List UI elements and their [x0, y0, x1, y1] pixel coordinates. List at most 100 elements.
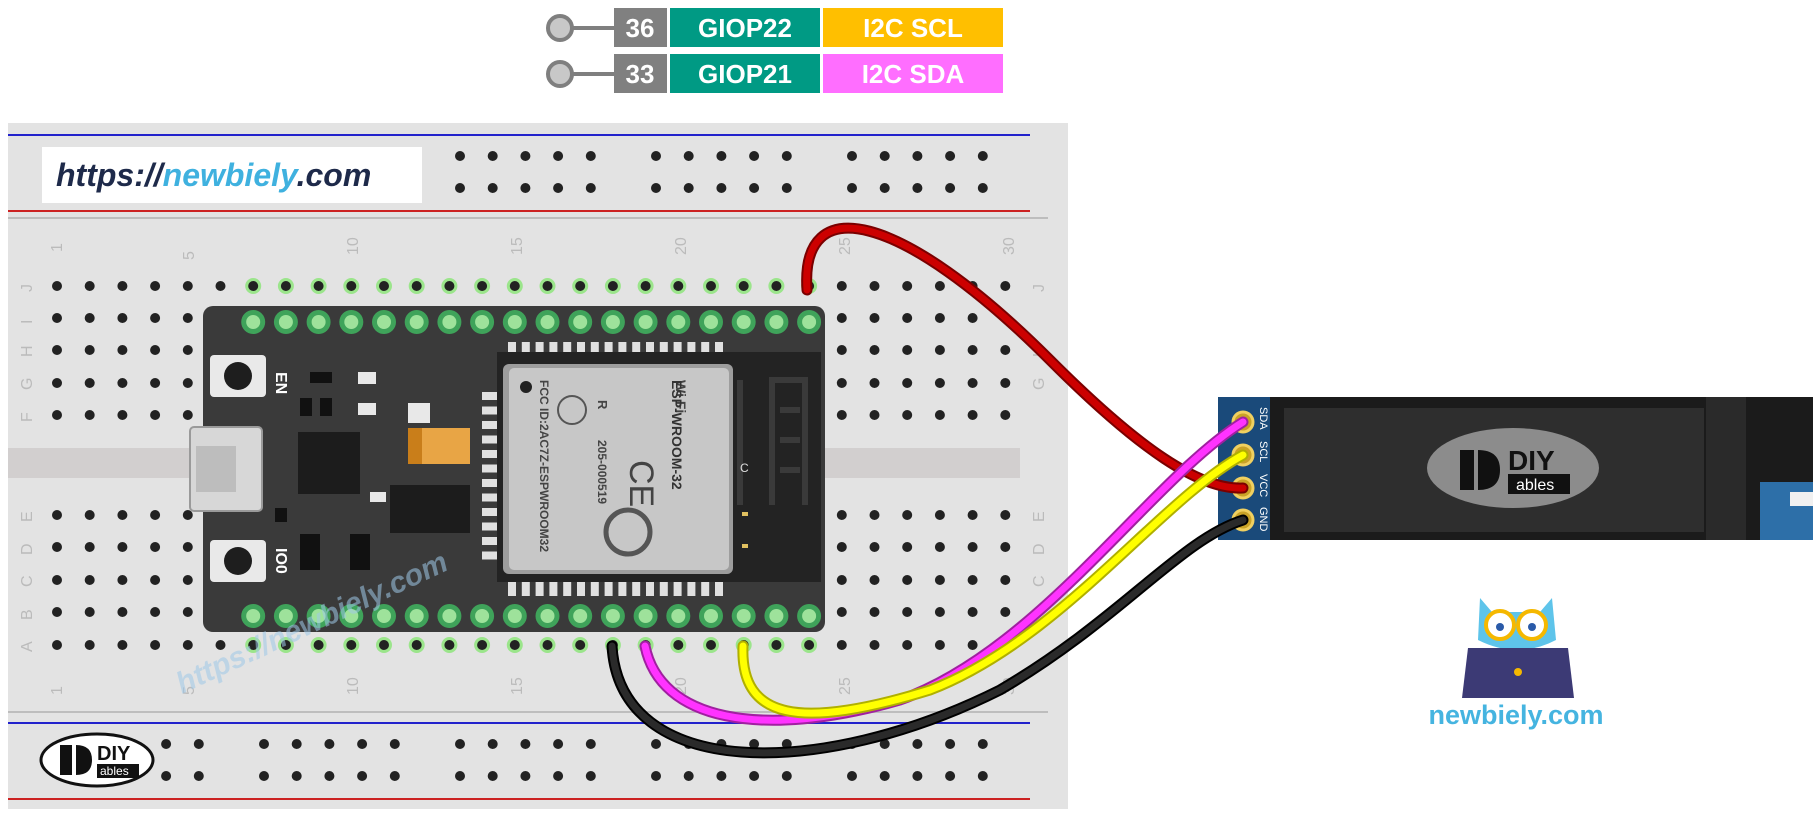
io0-label: IO0 [272, 548, 289, 574]
module-castellated-pins [482, 342, 723, 596]
header-pin-pad [507, 315, 522, 329]
header-pin-pad [278, 315, 293, 329]
rail-hole [455, 771, 465, 781]
header-pin-pad [344, 315, 359, 329]
rail-hole [879, 183, 890, 193]
rail-hole [945, 151, 956, 161]
breadboard-hole [673, 281, 684, 291]
breadboard-hole [869, 510, 880, 520]
diyables-logo: DIY ables [39, 732, 155, 788]
rail-hole [161, 739, 172, 749]
breadboard-hole [869, 410, 880, 420]
breadboard-hole [117, 542, 128, 552]
fcc-id: FCC ID:2AC7Z-ESPWROOM32 [537, 380, 551, 552]
header-pin-pad [605, 609, 620, 623]
rail-hole [585, 771, 596, 781]
breadboard-hole [117, 345, 128, 355]
breadboard-hole [575, 281, 586, 291]
wifi-logo: Wi Fi [673, 380, 689, 413]
rail-hole [259, 739, 269, 749]
column-numbers-top: 1 5 10 15 20 25 30 [49, 237, 1018, 260]
row-letter: D [1031, 543, 1048, 555]
oled-flex [1706, 397, 1746, 540]
row-letter: E [19, 511, 36, 522]
smd-component [358, 403, 376, 415]
module-pin [482, 493, 498, 502]
breadboard-hole [967, 607, 978, 617]
module-pin [604, 342, 613, 356]
module-pin [482, 551, 498, 560]
breadboard-hole [84, 313, 95, 323]
breadboard-hole [509, 281, 520, 291]
breadboard-hole [509, 640, 520, 650]
r-mark: R [595, 400, 610, 410]
smd-component [275, 508, 287, 522]
module-pin [482, 508, 498, 516]
header-pin-pad [802, 315, 817, 329]
breadboard-hole [1000, 542, 1011, 552]
breadboard-hole [117, 410, 128, 420]
breadboard-hole [967, 575, 978, 585]
breadboard-hole [869, 607, 880, 617]
antenna-trace [737, 377, 808, 505]
row-letter: H [19, 345, 36, 357]
breadboard-hole [967, 510, 978, 520]
legend-pin-dot [546, 14, 574, 42]
rail-hole [651, 183, 661, 193]
row-letter: A [19, 641, 36, 652]
antenna-trace [780, 407, 800, 473]
module-pin [549, 582, 558, 596]
breadboard-hole [1000, 410, 1011, 420]
header-pin-pad [573, 315, 588, 329]
breadboard-hole [967, 410, 978, 420]
breadboard-hole [117, 378, 128, 388]
breadboard-hole [902, 575, 913, 585]
rail-hole [781, 183, 792, 193]
legend-pin-dot [546, 60, 574, 88]
header-pin-pad [246, 315, 261, 329]
rail-hole [291, 771, 302, 781]
row-letter: B [19, 609, 36, 620]
breadboard-hole [182, 410, 193, 420]
header-pin-pad [638, 609, 653, 623]
breadboard-hole [52, 607, 62, 617]
column-number: 30 [1001, 237, 1018, 255]
breadboard-hole [1000, 281, 1011, 291]
header-pin-pad [638, 315, 653, 329]
breadboard-hole [869, 378, 880, 388]
oled-logo-sub-bg [1508, 474, 1570, 494]
breadboard-hole [150, 378, 161, 388]
usb-uart-chip [298, 432, 360, 494]
breadboard-hole [84, 510, 95, 520]
breadboard-hole [836, 410, 847, 420]
oled-pin-label: SCL [1257, 441, 1269, 462]
breadboard-hole [902, 510, 913, 520]
rail-hole [945, 739, 956, 749]
oled-pin-labels: SDA SCL VCC GND [1257, 407, 1269, 532]
header-pin-pad [344, 609, 359, 623]
breadboard-hole [902, 607, 913, 617]
breadboard-hole [607, 281, 618, 291]
rail-hole [259, 771, 269, 781]
column-number: 1 [49, 686, 66, 695]
header-pin-pad [278, 609, 293, 623]
breadboard-hole [1000, 378, 1011, 388]
url-box: https://newbiely.com [42, 147, 422, 203]
module-name: ESP-WROOM-32 [669, 380, 685, 490]
url-suffix: .com [297, 157, 372, 193]
smd-component [310, 372, 332, 383]
breadboard-hole [117, 640, 128, 650]
breadboard-hole [1000, 575, 1011, 585]
breadboard-hole [836, 640, 847, 650]
rail-hole [487, 739, 498, 749]
row-letter: I [19, 320, 36, 324]
rail-hole [879, 739, 890, 749]
breadboard-hole [902, 281, 913, 291]
breadboard-hole [477, 640, 488, 650]
rail-hole [193, 739, 204, 749]
breadboard-hole [280, 640, 291, 650]
header-pin-pad [704, 609, 718, 623]
pin-number-box [614, 54, 667, 93]
module-pin [482, 435, 498, 444]
module-pin [521, 342, 530, 356]
